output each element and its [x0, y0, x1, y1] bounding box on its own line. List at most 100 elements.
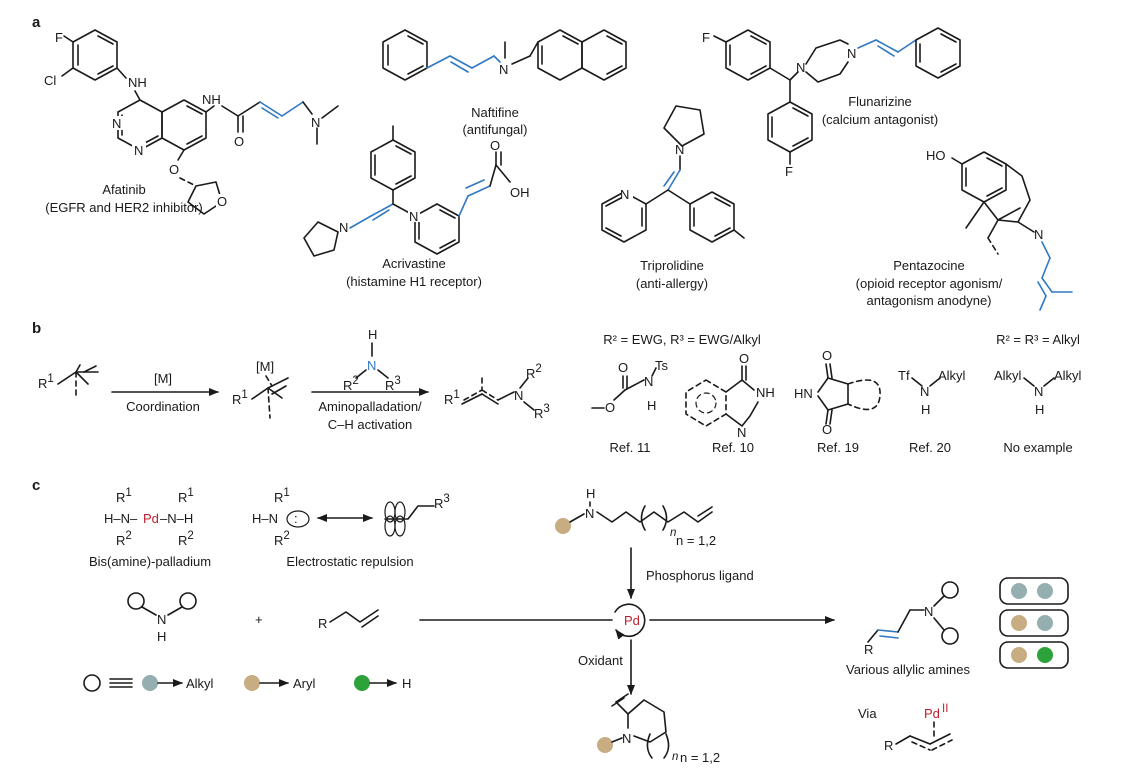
svg-text:R1: R1 — [178, 487, 194, 505]
svg-text:N: N — [920, 384, 929, 399]
pentazocine-name: Pentazocine — [893, 258, 965, 273]
carbamate-example: O N Ts H O — [591, 358, 669, 415]
metal-label: [M] — [154, 371, 172, 386]
flunarizine-f1: F — [702, 30, 710, 45]
svg-text:O: O — [739, 351, 749, 366]
acrivastine-pyr-n: N — [409, 209, 418, 224]
pentazocine-structure: HO N — [926, 148, 1073, 311]
pi-allyl-intermediate: Via Pd II R — [858, 703, 953, 753]
afatinib-thf-o: O — [217, 194, 227, 209]
n-value-bottom: n = 1,2 — [680, 750, 720, 765]
acrivastine-structure: N N O OH — [303, 125, 530, 257]
ch-activation-label: C–H activation — [328, 417, 413, 432]
ref-19: Ref. 19 — [817, 440, 859, 455]
pentazocine-ho: HO — [926, 148, 946, 163]
triprolidine-desc: (anti-allergy) — [636, 276, 708, 291]
svg-text:–N–H: –N–H — [160, 511, 193, 526]
svg-text:N: N — [737, 425, 746, 440]
triprolidine-name: Triprolidine — [640, 258, 704, 273]
no-example: No example — [1003, 440, 1072, 455]
ref-11: Ref. 11 — [610, 440, 651, 455]
repulsion-label: Electrostatic repulsion — [286, 554, 413, 569]
svg-text:H: H — [921, 402, 930, 417]
coordination-label: Coordination — [126, 399, 200, 414]
pentazocine-desc2: antagonism anodyne) — [866, 293, 991, 308]
svg-text:R2: R2 — [116, 530, 132, 548]
flunarizine-desc: (calcium antagonist) — [822, 112, 938, 127]
svg-text:Alkyl: Alkyl — [938, 368, 966, 383]
svg-text:R2: R2 — [343, 375, 359, 393]
alkyl-swatch — [142, 675, 158, 691]
panel-b-label: b — [32, 320, 41, 337]
svg-text:O: O — [605, 400, 615, 415]
afatinib-o: O — [234, 134, 244, 149]
panel-c-label: c — [32, 477, 40, 494]
svg-text:H–N: H–N — [252, 511, 278, 526]
svg-text:O: O — [822, 348, 832, 363]
legend-aryl: Aryl — [293, 676, 316, 691]
legend-h: H — [402, 676, 411, 691]
afatinib-desc: (EGFR and HER2 inhibitor) — [45, 200, 203, 215]
afatinib-cl-atom: Cl — [44, 73, 56, 88]
svg-text:N: N — [585, 506, 594, 521]
svg-text:Alkyl: Alkyl — [1054, 368, 1082, 383]
svg-text:R1: R1 — [444, 389, 460, 407]
plus-sign: + — [255, 612, 263, 627]
generic-amine: N H — [127, 592, 197, 644]
legend-alkyl: Alkyl — [186, 676, 214, 691]
flunarizine-n1: N — [796, 60, 805, 75]
svg-text:N: N — [622, 731, 631, 746]
succinimide-example: HN O O — [794, 348, 881, 437]
triflamide-example: Tf N Alkyl H — [898, 368, 966, 417]
naftifine-n: N — [499, 62, 508, 77]
ewg-condition: R² = EWG, R³ = EWG/Alkyl — [603, 332, 761, 347]
afatinib-ether-o: O — [169, 162, 179, 177]
svg-text:N: N — [924, 604, 933, 619]
complex-metal: [M] — [256, 359, 274, 374]
flunarizine-f2: F — [785, 164, 793, 179]
alkyl-condition: R² = R³ = Alkyl — [996, 332, 1080, 347]
allylic-amine-product: R1 N R2 R3 — [444, 363, 550, 421]
pentazocine-desc1: (opioid receptor agonism/ — [856, 276, 1003, 291]
naftifine-desc: (antifungal) — [462, 122, 527, 137]
svg-text:II: II — [942, 703, 948, 715]
phosphorus-ligand-label: Phosphorus ligand — [646, 568, 754, 583]
quinazolinone-example: O NH N — [685, 351, 775, 440]
svg-text:Alkyl: Alkyl — [994, 368, 1022, 383]
triprolidine-n: N — [675, 142, 684, 157]
svg-text:H: H — [368, 327, 377, 342]
acrivastine-name: Acrivastine — [382, 256, 446, 271]
allylic-amine-products: R N — [864, 581, 959, 657]
afatinib-nme2: N — [311, 115, 320, 130]
products-label: Various allylic amines — [846, 662, 971, 677]
svg-text:O: O — [618, 360, 628, 375]
svg-text:H: H — [586, 486, 595, 501]
ref-20: Ref. 20 — [909, 440, 951, 455]
afatinib-name: Afatinib — [102, 182, 145, 197]
aryl-swatch — [244, 675, 260, 691]
svg-text:R: R — [318, 616, 327, 631]
pd-catalyst: Pd — [624, 613, 640, 628]
svg-text:O: O — [822, 422, 832, 437]
svg-text:n: n — [672, 751, 678, 763]
ref-10: Ref. 10 — [712, 440, 754, 455]
electrostatic-repulsion: R1 H–N R2 : R3 — [252, 487, 450, 548]
svg-text:R3: R3 — [434, 493, 450, 511]
flunarizine-name: Flunarizine — [848, 94, 912, 109]
svg-text:Tf: Tf — [898, 368, 910, 383]
triprolidine-structure: N N — [601, 105, 745, 243]
acrivastine-n: N — [339, 220, 348, 235]
aminoalkene-substrate: N H n n = 1,2 — [555, 486, 716, 548]
acrivastine-o: O — [490, 138, 500, 153]
bis-amine-palladium: R1 H–N– Pd –N–H R2 R1 R2 — [104, 487, 194, 548]
afatinib-f-atom: F — [55, 30, 63, 45]
svg-text:Pd: Pd — [143, 511, 159, 526]
hydrogen-swatch — [354, 675, 370, 691]
naftifine-structure: N — [382, 29, 627, 81]
svg-text:R: R — [884, 738, 893, 753]
svg-text:H: H — [1035, 402, 1044, 417]
bis-amine-label: Bis(amine)-palladium — [89, 554, 211, 569]
svg-text:R: R — [864, 642, 873, 657]
svg-text:R2: R2 — [526, 363, 542, 381]
